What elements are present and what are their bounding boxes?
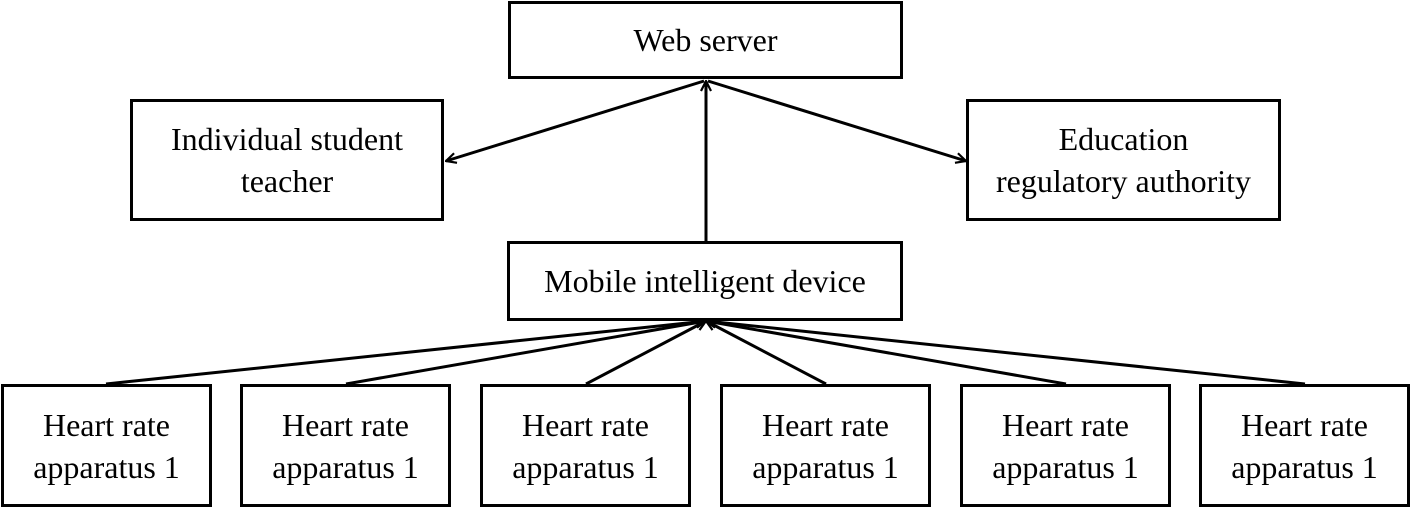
heart-rate-apparatus-node: Heart rate apparatus 1: [960, 384, 1171, 507]
education-regulatory-authority-node: Education regulatory authority: [966, 99, 1281, 221]
individual-student-teacher-node: Individual student teacher: [130, 99, 444, 221]
node-label-line-2: teacher: [240, 163, 334, 199]
node-label-line-2: apparatus 1: [512, 448, 659, 485]
node-label-line-1: Heart rate: [1240, 406, 1368, 443]
edge-webserver-to-individual: [446, 79, 705, 161]
node-label-line-2: apparatus 1: [33, 448, 180, 485]
heart-rate-apparatus-node: Heart rate apparatus 1: [1, 384, 212, 507]
node-label-line-1: Heart rate: [1001, 406, 1129, 443]
edge-heart-rate-5-to-mobile: [706, 321, 1067, 386]
mobile-intelligent-device-node: Mobile intelligent device: [507, 241, 903, 321]
node-label: Web server: [633, 22, 778, 58]
heart-rate-apparatus-node: Heart rate apparatus 1: [480, 384, 691, 507]
node-label-line-2: apparatus 1: [992, 448, 1139, 485]
node-label-line-1: Education: [1058, 121, 1189, 157]
heart-rate-apparatus-node: Heart rate apparatus 1: [720, 384, 931, 507]
node-label-line-1: Heart rate: [42, 406, 170, 443]
edge-heart-rate-4-to-mobile: [706, 319, 827, 386]
node-label-line-2: regulatory authority: [995, 163, 1252, 199]
node-label-line-2: apparatus 1: [272, 448, 419, 485]
edge-webserver-to-education: [707, 79, 966, 161]
edge-heart-rate-6-to-mobile: [706, 321, 1306, 386]
heart-rate-apparatus-node: Heart rate apparatus 1: [240, 384, 451, 507]
web-server-node: Web server: [508, 1, 903, 79]
node-label-line-2: apparatus 1: [752, 448, 899, 485]
heart-rate-apparatus-node: Heart rate apparatus 1: [1199, 384, 1410, 507]
edge-heart-rate-1-to-mobile: [105, 321, 706, 386]
node-label-line-1: Individual student: [171, 121, 403, 157]
node-label: Mobile intelligent device: [544, 263, 866, 299]
node-label-line-1: Heart rate: [521, 406, 649, 443]
edge-heart-rate-2-to-mobile: [345, 321, 706, 386]
node-label-line-2: apparatus 1: [1231, 448, 1378, 485]
node-label-line-1: Heart rate: [761, 406, 889, 443]
edge-heart-rate-3-to-mobile: [585, 319, 706, 386]
node-label-line-1: Heart rate: [281, 406, 409, 443]
